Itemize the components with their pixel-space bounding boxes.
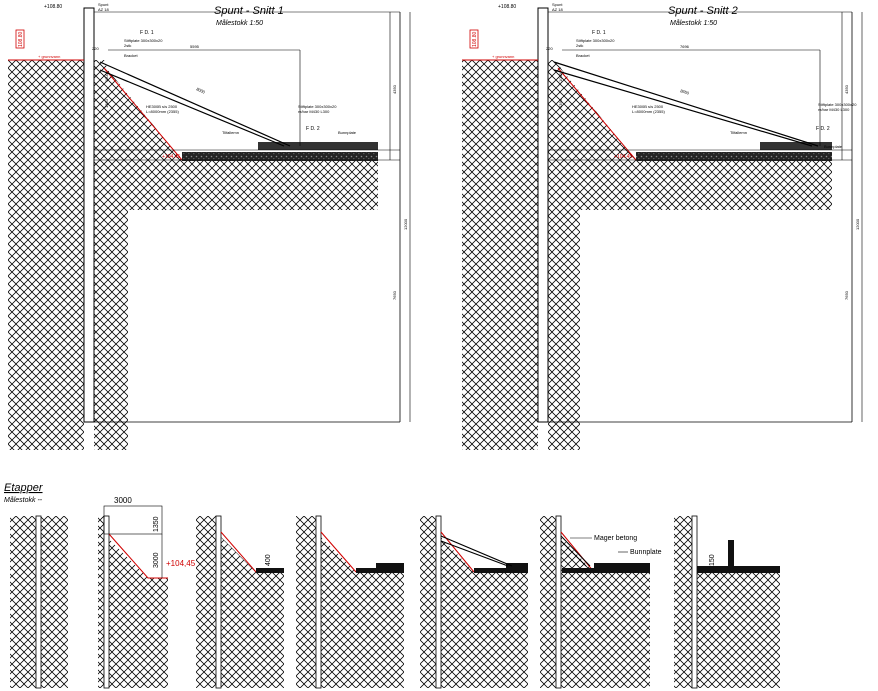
stage-1: [10, 515, 68, 689]
stage-3: 400: [196, 515, 284, 689]
stage7-dim: 150: [709, 554, 716, 566]
stiffener-bottom: Stiftplate 300x300x20: [298, 104, 337, 109]
bottom-slab-label: Bunnplate: [338, 130, 357, 135]
soil-hatch-left: [8, 60, 84, 450]
stage-4: [296, 515, 404, 689]
stage2-depth2: 3000: [153, 552, 160, 568]
dim-right-upper: 4350: [844, 84, 849, 94]
dim-left-top: 220: [92, 46, 99, 51]
dim-diag: 8000: [196, 86, 207, 95]
detail-ref: F D. 1: [592, 30, 606, 36]
stage-6: Mager betong Bunnplate: [540, 515, 662, 689]
dim-diag: 8650: [680, 88, 691, 96]
spunt-label: Spunt: [98, 2, 109, 7]
stage3-dim: 400: [265, 554, 272, 566]
strut-label-2: L=8000mm (2355): [146, 109, 179, 114]
stages: Etapper Målestokk -- 3000 1350 3000 +104…: [4, 482, 780, 689]
stages-title: Etapper: [4, 482, 44, 494]
stiffener-top-2: 2stk: [576, 43, 583, 48]
soil-hatch-right: [94, 60, 378, 450]
dim-right-lower: 7650: [392, 290, 397, 300]
section-1: Spunt - Snitt 1 Målestokk 1:50 +108.80 S…: [8, 2, 411, 450]
strut: [553, 61, 819, 147]
stage6-bottom-slab: Bunnplate: [630, 549, 662, 556]
level-box: 108.80: [472, 31, 478, 47]
bottom-slab: [182, 152, 378, 161]
spunt-type: AZ 18: [552, 7, 563, 12]
stiffener-top-2: 2stk: [124, 43, 131, 48]
stage6-lean-concrete: Mager betong: [594, 535, 637, 542]
dim-h-top: 7696: [680, 44, 690, 49]
stages-scale: Målestokk --: [4, 496, 43, 504]
strut-label: HE300B s/s 2500: [146, 104, 178, 109]
grunnvann-label: + grunnvann: [38, 54, 60, 59]
grunnvann-label: + grunnvann: [492, 54, 514, 59]
dim-left-mid: 1000: [558, 72, 563, 82]
detail-ref-2: F D. 2: [306, 126, 320, 132]
dim-left-side: 1350: [104, 98, 109, 108]
dim-left-mid: 1000: [104, 72, 109, 82]
empty-excavation: [128, 210, 378, 422]
strut-2: [553, 69, 813, 147]
dim-right-lower: 7650: [844, 290, 849, 300]
stage-7: 150: [674, 515, 780, 689]
stiffener-bottom-2: m/bar M430 L300: [298, 109, 330, 114]
strut-label-2: L=8000mm (2355): [632, 109, 665, 114]
section-title: Spunt - Snitt 1: [214, 5, 284, 17]
stage-5: [420, 515, 528, 689]
bottom-slab-label: Bunnplate: [824, 144, 843, 149]
section-title: Spunt - Snitt 2: [668, 5, 738, 17]
stage2-width: 3000: [114, 496, 132, 505]
strut-label: HE300B s/s 2500: [632, 104, 664, 109]
spunt-type: AZ 18: [98, 7, 109, 12]
strut-2: [99, 69, 285, 147]
level-low: +104,45: [162, 154, 180, 160]
dim-right-upper: 4350: [392, 84, 397, 94]
section-scale: Målestokk 1:50: [670, 19, 717, 27]
level-box: 108.80: [18, 31, 24, 47]
lean-concrete-label: Tilfallemn: [730, 130, 747, 135]
stage2-level: +104,45: [166, 559, 196, 568]
slab-top: [258, 142, 378, 150]
dim-h-top: 5595: [190, 44, 200, 49]
soil-hatch-right: [548, 60, 832, 450]
spunt-label: Spunt: [552, 2, 563, 7]
stiffener-bottom-2: m/bar M430 L300: [818, 107, 850, 112]
soil-hatch-left: [462, 60, 538, 450]
section-2: Spunt - Snitt 2 Målestokk 1:50 +108.80 S…: [462, 2, 863, 450]
stage2-depth1: 1350: [153, 516, 160, 532]
level-low: +104,45: [614, 154, 632, 160]
strut: [99, 61, 291, 147]
lean-concrete-label: Tilfallemn: [222, 130, 239, 135]
stiffener-top: Stiftplate 300x300x20: [576, 38, 615, 43]
slab-top: [760, 142, 832, 150]
top-level: +108.80: [498, 4, 516, 10]
dim-left-top: 220: [546, 46, 553, 51]
stage-2: 3000 1350 3000 +104,45: [98, 496, 196, 689]
stiffener-top: Stiftplate 300x300x20: [124, 38, 163, 43]
bottom-slab: [636, 152, 832, 161]
detail-ref-2: F D. 2: [816, 126, 830, 132]
stiffener-bottom: Stiftplate 300x300x20: [818, 102, 857, 107]
dim-right-total: 12000: [403, 218, 408, 230]
sheet-pile: [83, 7, 95, 423]
dim-right-total: 12000: [855, 218, 860, 230]
bracket-label: Bracket: [576, 53, 590, 58]
top-level: +108.80: [44, 4, 62, 10]
dim-left-side: 1350: [558, 98, 563, 108]
sheet-pile: [537, 7, 549, 423]
detail-ref: F D. 1: [140, 30, 154, 36]
bracket-label: Bracket: [124, 53, 138, 58]
section-scale: Målestokk 1:50: [216, 19, 263, 27]
